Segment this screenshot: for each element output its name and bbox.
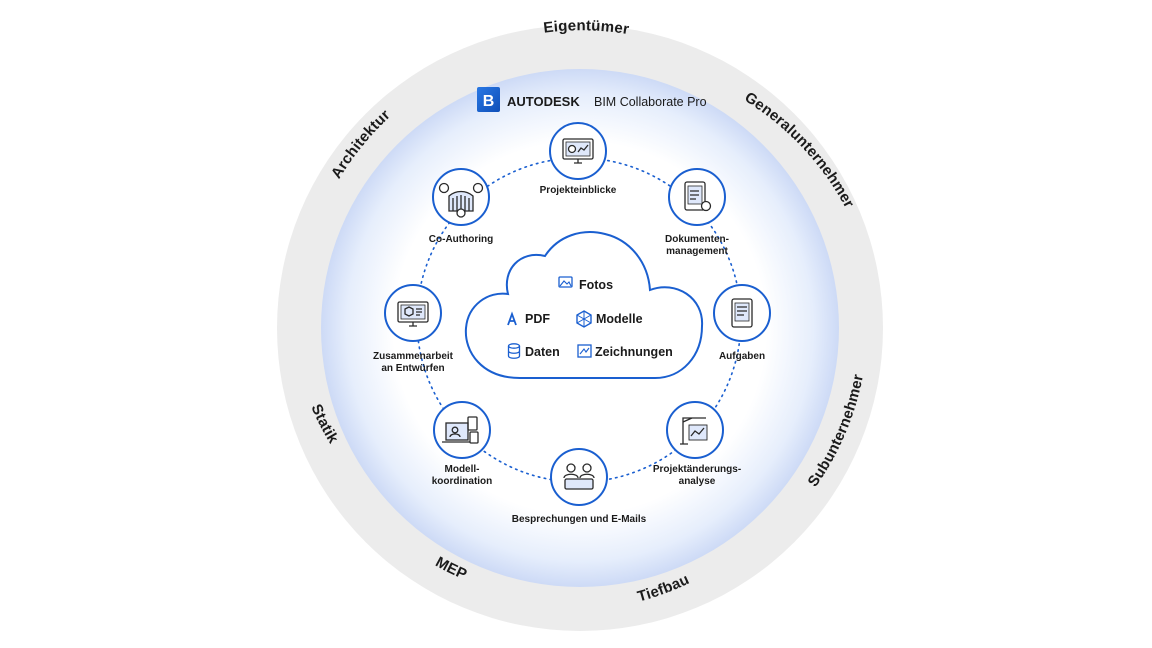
node-label-projektaenderungsanalyse-1: Projektänderungs- <box>653 464 741 475</box>
cloud-label-daten: Daten <box>525 345 560 359</box>
node-label-zusammenarbeit-1: Zusammenarbeit <box>373 351 454 362</box>
document-tablet-icon <box>684 181 712 212</box>
cloud-label-pdf: PDF <box>525 312 550 326</box>
crane-analysis-icon <box>680 417 708 445</box>
node-modellkoordination: Modell- koordination <box>432 401 493 487</box>
node-label-coauthoring: Co-Authoring <box>429 234 493 245</box>
brand-header: B AUTODESK BIM Collaborate Pro <box>477 87 707 112</box>
cloud-pdf-icon <box>507 311 517 326</box>
node-label-aufgaben: Aufgaben <box>719 351 765 362</box>
coauthoring-building-icon <box>438 182 484 218</box>
cloud-model-icon <box>576 310 592 328</box>
node-label-besprechungen: Besprechungen und E-Mails <box>512 514 647 525</box>
node-label-zusammenarbeit-2: an Entwürfen <box>381 363 444 374</box>
node-label-modellkoordination-1: Modell- <box>445 464 480 475</box>
cloud-drawing-icon <box>577 344 592 358</box>
cloud-database-icon <box>507 343 521 359</box>
node-projektaenderungsanalyse: Projektänderungs- analyse <box>653 401 741 487</box>
central-cloud <box>464 231 704 379</box>
task-tablet-icon <box>731 298 753 328</box>
node-label-dokumentenmanagement-2: management <box>666 246 728 257</box>
design-monitor-icon <box>397 301 429 327</box>
cloud-shape <box>464 231 704 379</box>
node-label-projektaenderungsanalyse-2: analyse <box>679 476 716 487</box>
dashboard-monitor-icon <box>562 138 594 164</box>
node-label-modellkoordination-2: koordination <box>432 476 493 487</box>
node-zusammenarbeit: Zusammenarbeit an Entwürfen <box>373 284 454 374</box>
node-besprechungen: Besprechungen und E-Mails <box>512 448 647 525</box>
cloud-label-zeichnungen: Zeichnungen <box>595 345 673 359</box>
cloud-photo-icon <box>558 276 573 288</box>
logo-letter: B <box>483 93 495 110</box>
coordination-icon <box>442 416 479 444</box>
brand-company: AUTODESK <box>507 94 580 109</box>
node-label-projekteinblicke: Projekteinblicke <box>540 185 617 196</box>
node-dokumentenmanagement: Dokumenten- management <box>665 168 729 257</box>
node-projekteinblicke: Projekteinblicke <box>540 122 617 196</box>
node-coauthoring: Co-Authoring <box>429 168 493 245</box>
autodesk-b-logo-icon <box>477 87 500 112</box>
meeting-icon <box>563 463 595 490</box>
cloud-label-fotos: Fotos <box>579 278 613 292</box>
cloud-label-modelle: Modelle <box>596 312 643 326</box>
ring-label-eigentuemer: Eigentümer <box>543 17 631 38</box>
node-aufgaben: Aufgaben <box>713 284 771 362</box>
node-label-dokumentenmanagement-1: Dokumenten- <box>665 234 729 245</box>
brand-product: BIM Collaborate Pro <box>594 95 707 109</box>
